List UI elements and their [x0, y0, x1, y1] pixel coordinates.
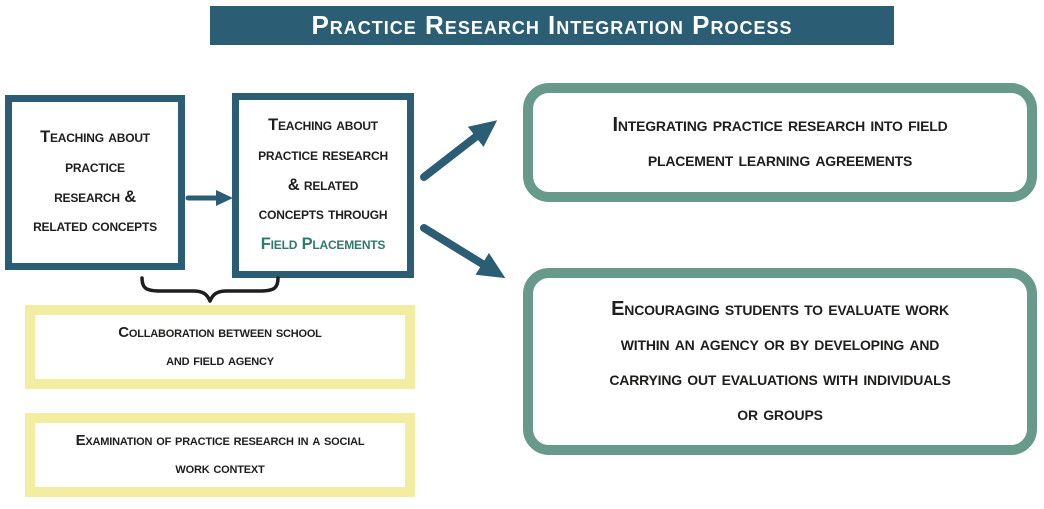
curly-brace-down-icon: [140, 276, 280, 303]
text-line: placement learning agreements: [647, 148, 913, 171]
text-line: Encouraging students to evaluate work: [611, 297, 949, 320]
text-line: related concepts: [33, 217, 157, 236]
text-line: and field agency: [166, 352, 274, 369]
arrow-down-right-icon: [420, 224, 506, 279]
page-title-text: Practice Research Integration Process: [311, 10, 793, 40]
text-line: research &: [54, 187, 136, 206]
text-line: Integrating practice research into field: [612, 113, 948, 136]
text-line: Examination of practice research in a so…: [75, 432, 365, 450]
text-line: carrying out evaluations with individual…: [609, 367, 951, 390]
teaching-field-placements-box: Teaching about practice research & relat…: [232, 93, 414, 278]
teaching-concepts-box: Teaching about practice research & relat…: [5, 95, 185, 270]
encouraging-evaluation-box: Encouraging students to evaluate work wi…: [523, 268, 1037, 455]
text-line: practice: [65, 157, 125, 176]
text-line: or groups: [737, 402, 823, 425]
page-title: Practice Research Integration Process: [210, 6, 894, 45]
integrating-agreements-box: Integrating practice research into field…: [523, 83, 1037, 202]
arrow-up-right-icon: [420, 120, 498, 181]
text-line: practice research: [258, 145, 388, 164]
text-line: Teaching about: [268, 116, 378, 135]
text-line: Collaboration between school: [118, 324, 322, 342]
text-line: concepts through: [258, 205, 388, 224]
text-line: work context: [175, 460, 265, 477]
text-line: & related: [287, 175, 359, 194]
collaboration-box: Collaboration between school and field a…: [25, 305, 415, 389]
examination-box: Examination of practice research in a so…: [25, 413, 415, 497]
text-line: Teaching about: [40, 128, 150, 147]
text-line: within an agency or by developing and: [620, 332, 940, 355]
field-placements-accent-text: Field Placements: [260, 235, 386, 254]
